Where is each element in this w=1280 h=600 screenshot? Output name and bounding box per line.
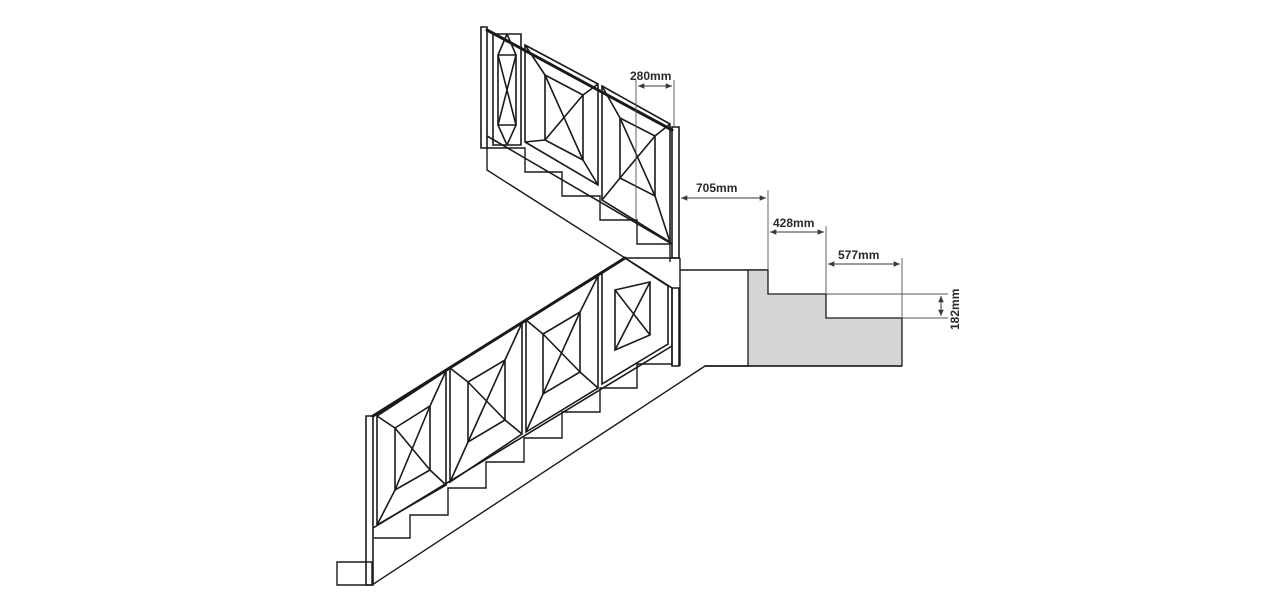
lower-end-post	[671, 287, 680, 367]
upper-railing	[480, 26, 680, 259]
upper-handrail	[485, 28, 674, 132]
upper-flight	[486, 147, 768, 271]
upper-landing-edge	[679, 258, 768, 271]
upper-bottom-rail	[486, 135, 673, 245]
dimension-lower-tread-depth: 577mm	[828, 248, 903, 318]
upper-newel-post	[480, 26, 488, 149]
lower-panel-3	[525, 274, 599, 434]
dimension-tread-depth: 428mm	[770, 216, 827, 294]
upper-end-post	[671, 126, 680, 259]
dim-label-705mm: 705mm	[696, 181, 737, 195]
dim-label-182mm: 182mm	[948, 289, 962, 330]
bottom-step	[336, 561, 373, 586]
dimension-landing-depth: 705mm	[681, 181, 769, 270]
dim-label-280mm: 280mm	[630, 69, 671, 83]
lower-newel-post	[365, 415, 374, 586]
lower-flight-stringer	[371, 365, 748, 586]
landing-fill	[747, 269, 903, 367]
lower-panel-4	[601, 257, 669, 386]
upper-flight-steps	[487, 147, 671, 262]
dimension-riser-height: 182mm	[826, 289, 962, 330]
dim-label-428mm: 428mm	[773, 216, 814, 230]
lower-railing	[365, 256, 680, 586]
landing-section	[705, 269, 903, 367]
upper-flight-stringer	[486, 148, 680, 259]
lower-panel-2	[449, 321, 523, 484]
upper-panel-3	[601, 84, 671, 244]
upper-panel-1	[492, 33, 522, 146]
lower-flight-steps	[374, 363, 672, 539]
dim-label-577mm: 577mm	[838, 248, 879, 262]
lower-panel-1	[376, 369, 447, 527]
upper-panel-2	[524, 43, 599, 187]
dimension-baluster-spacing: 280mm	[630, 69, 675, 220]
